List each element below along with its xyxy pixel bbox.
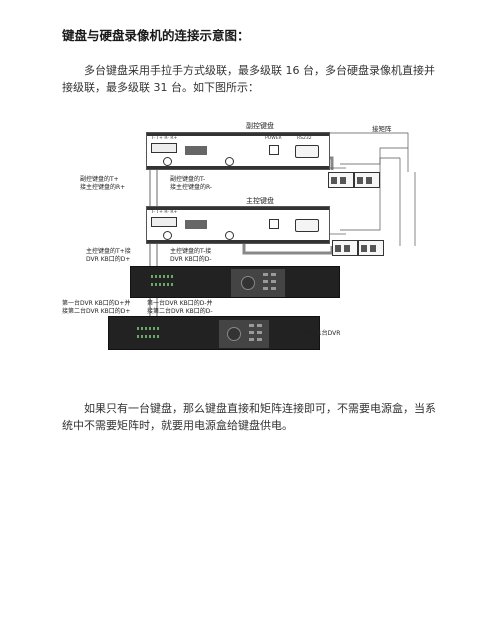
terminal-label: T- T+ R- R+ (151, 210, 178, 215)
intro-paragraph: 多台键盘采用手拉手方式级联，最多级联 16 台，多台硬盘录像机直接并接级联，最多… (62, 64, 435, 94)
power-box-4 (358, 240, 384, 256)
rj45-port-icon (269, 219, 279, 229)
sub-to-main-plus-label: 副控键盘的T+接主控键盘的R+ (80, 176, 126, 191)
terminal-block (151, 143, 177, 153)
button-panel (231, 269, 285, 297)
jog-dial-icon (241, 276, 255, 290)
dip-switch (185, 146, 207, 155)
screw-icon (225, 157, 234, 166)
screw-icon (163, 231, 172, 240)
heading: 键盘与硬盘录像机的连接示意图： (62, 28, 250, 43)
note-paragraph: 如果只有一台键盘，那么键盘直接和矩阵连接即可，不需要电源盒，当系统中不需要矩阵时… (62, 402, 436, 432)
power-box-2 (354, 172, 380, 188)
port-label: RS232 (297, 136, 312, 141)
power-box-1 (328, 172, 354, 188)
terminal-block (151, 217, 177, 227)
indicator-leds (151, 275, 173, 278)
sub-to-main-minus-label: 副控键盘的T-接主控键盘的R- (170, 176, 213, 191)
indicator-leds (137, 327, 159, 330)
dvr-unit-1 (130, 266, 340, 298)
dip-switch (185, 220, 207, 229)
connection-diagram: 副控键盘 T- T+ R- R+ POWER RS232 接矩阵 副控键盘的T+… (60, 118, 440, 358)
sub-keyboard-label: 副控键盘 (246, 122, 274, 130)
rj45-port-icon (269, 145, 279, 155)
screw-icon (163, 157, 172, 166)
indicator-leds (151, 283, 173, 286)
matrix-label: 接矩阵 (372, 125, 392, 133)
db9-port-icon (295, 145, 319, 158)
max-dvr-label: ……最多接31台DVR (284, 330, 341, 337)
main-keyboard-label: 主控键盘 (246, 197, 274, 205)
indicator-leds (137, 335, 159, 338)
dvr1-to-dvr2-plus-label: 第一台DVR KB口的D+并接第二台DVR KB口的D+ (62, 300, 131, 315)
screw-icon (225, 231, 234, 240)
db9-port-icon (295, 219, 319, 232)
jog-dial-icon (227, 327, 241, 341)
dvr1-to-dvr2-minus-label: 第一台DVR KB口的D-并接第二台DVR KB口的D- (147, 300, 213, 315)
port-label: POWER (265, 136, 282, 141)
main-keyboard-device: T- T+ R- R+ (146, 206, 330, 244)
sub-keyboard-device: T- T+ R- R+ POWER RS232 (146, 132, 330, 170)
terminal-label: T- T+ R- R+ (151, 136, 178, 141)
dvr-unit-2 (108, 316, 320, 350)
power-box-3 (332, 240, 358, 256)
